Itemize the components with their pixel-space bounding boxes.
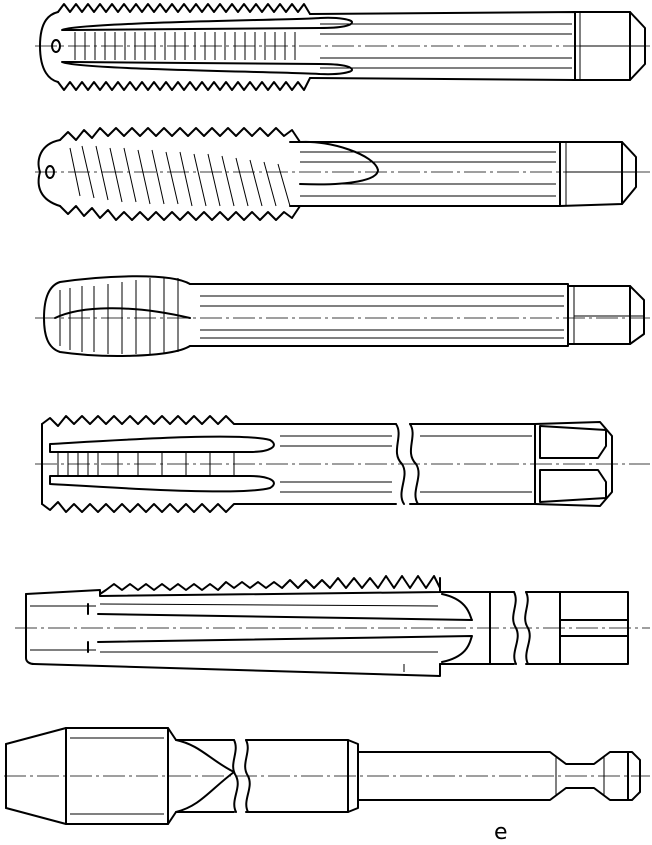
taper-tap-side-view-icon: [15, 575, 650, 677]
long-shank-tap-icon: [35, 415, 650, 513]
spiral-point-tap-icon: [35, 127, 650, 221]
short-thread-tap-icon: [35, 275, 650, 357]
thread-former-with-neck-icon: [4, 727, 650, 825]
straight-flute-tap-icon: [35, 3, 650, 91]
figure-label: e: [494, 820, 508, 845]
